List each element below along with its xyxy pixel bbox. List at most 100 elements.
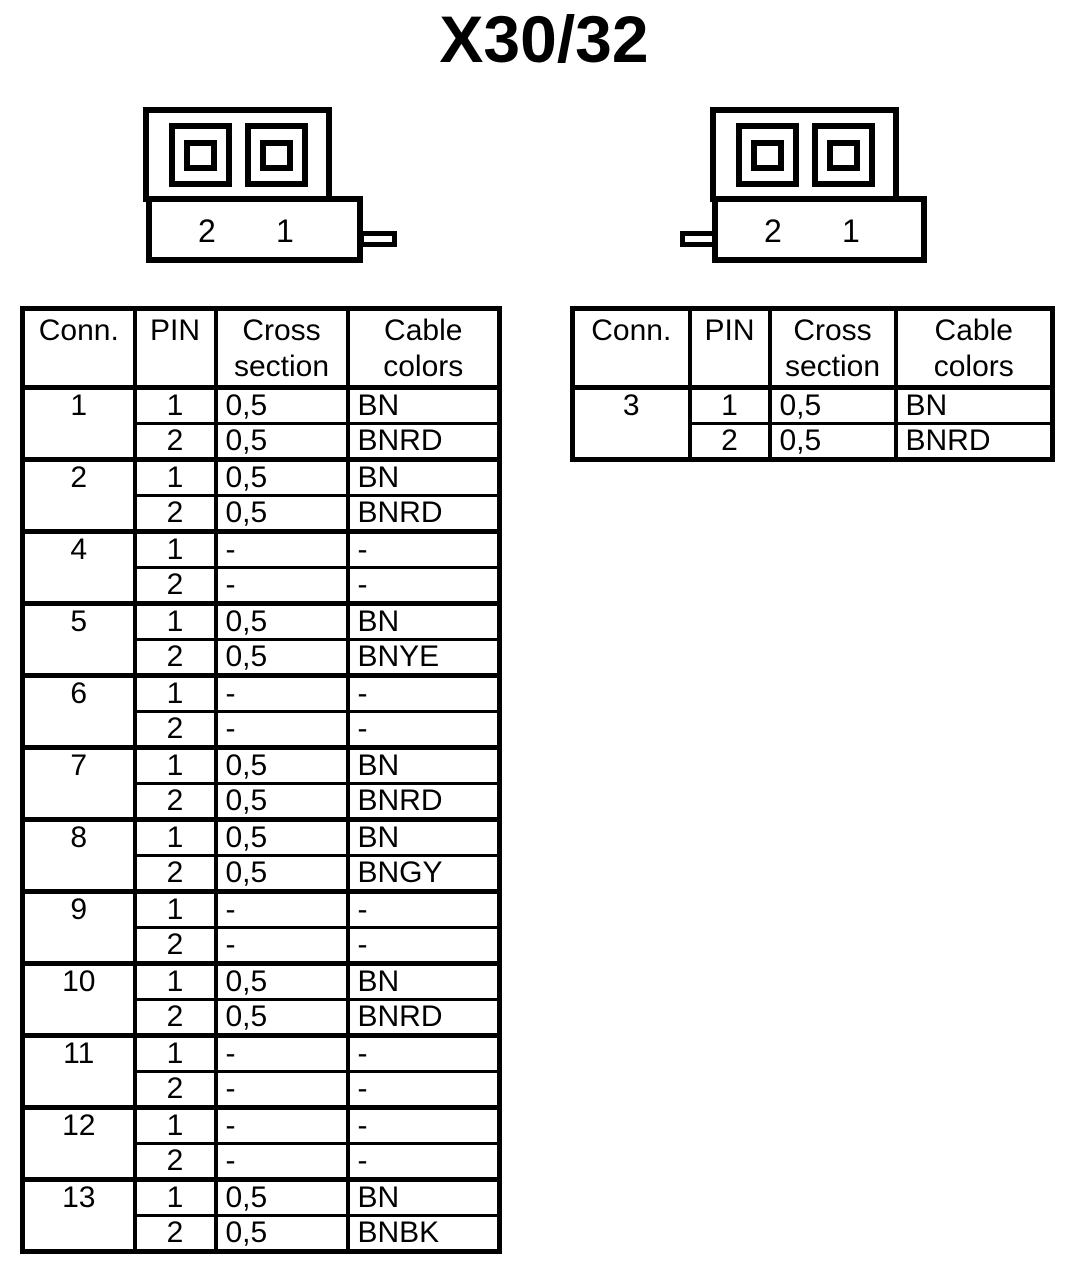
pin-number-cell: 1 bbox=[132, 1177, 218, 1217]
conn-number-cell: 8 bbox=[20, 817, 137, 893]
cross-section-cell: - bbox=[213, 1105, 350, 1145]
header-cable-colors: Cable colors bbox=[345, 306, 502, 390]
cable-color-cell: BN bbox=[893, 385, 1055, 425]
pin-label-2: 2 bbox=[764, 213, 782, 249]
cable-color-cell: - bbox=[345, 889, 502, 929]
connector-locking-tab bbox=[680, 231, 717, 247]
cable-color-cell: BNGY bbox=[345, 854, 502, 893]
connector-pin-terminal bbox=[827, 139, 860, 171]
cable-color-cell: BNYE bbox=[345, 638, 502, 677]
conn-number-cell: 9 bbox=[20, 889, 137, 965]
conn-number-cell: 12 bbox=[20, 1105, 137, 1181]
conn-number-cell: 11 bbox=[20, 1033, 137, 1109]
cable-color-cell: BN bbox=[345, 385, 502, 425]
conn-number-cell: 4 bbox=[20, 529, 137, 605]
cable-color-cell: BN bbox=[345, 601, 502, 641]
cross-section-cell: - bbox=[213, 710, 350, 749]
cross-section-cell: 0,5 bbox=[213, 961, 350, 1001]
connector-body: 2 1 bbox=[712, 196, 927, 263]
pin-number-cell: 2 bbox=[132, 638, 218, 677]
pin-row: 2-- bbox=[23, 710, 502, 749]
conn-number-cell: 13 bbox=[20, 1177, 137, 1253]
cross-section-cell: 0,5 bbox=[213, 385, 350, 425]
pin-number-cell: 1 bbox=[132, 1033, 218, 1073]
cable-color-cell: BN bbox=[345, 745, 502, 785]
pin-number-cell: 1 bbox=[132, 673, 218, 713]
pin-number-cell: 2 bbox=[132, 566, 218, 605]
header-cross-section: Cross section bbox=[767, 306, 898, 390]
cross-section-cell: 0,5 bbox=[213, 457, 350, 497]
cable-color-cell: BNRD bbox=[345, 422, 502, 461]
pin-number-cell: 1 bbox=[132, 961, 218, 1001]
cross-section-cell: 0,5 bbox=[213, 1177, 350, 1217]
pin-number-cell: 2 bbox=[687, 422, 772, 461]
connector-pin-terminal bbox=[260, 139, 293, 171]
connector-pin-slot-1 bbox=[812, 123, 875, 187]
cross-section-cell: - bbox=[213, 926, 350, 965]
cable-color-cell: - bbox=[345, 673, 502, 713]
cross-section-cell: 0,5 bbox=[213, 782, 350, 821]
cross-section-cell: 0,5 bbox=[213, 745, 350, 785]
cable-color-cell: BNRD bbox=[345, 782, 502, 821]
cable-color-cell: - bbox=[345, 1033, 502, 1073]
connector-housing bbox=[143, 107, 332, 202]
pin-number-cell: 1 bbox=[132, 745, 218, 785]
cross-section-cell: - bbox=[213, 566, 350, 605]
cable-color-cell: - bbox=[345, 926, 502, 965]
header-pin: PIN bbox=[687, 306, 772, 390]
pin-number-cell: 1 bbox=[132, 1105, 218, 1145]
connector-pin-terminal bbox=[184, 139, 217, 171]
conn-number-cell: 7 bbox=[20, 745, 137, 821]
cable-color-cell: - bbox=[345, 710, 502, 749]
connector-body: 2 1 bbox=[146, 196, 363, 263]
pin-number-cell: 1 bbox=[132, 889, 218, 929]
pin-number-cell: 2 bbox=[132, 998, 218, 1037]
cable-color-cell: BNRD bbox=[893, 422, 1055, 461]
cable-color-cell: - bbox=[345, 529, 502, 569]
cross-section-cell: - bbox=[213, 1142, 350, 1181]
conn-number-cell: 2 bbox=[20, 457, 137, 533]
cable-color-cell: - bbox=[345, 1142, 502, 1181]
cross-section-cell: - bbox=[213, 529, 350, 569]
cross-section-cell: 0,5 bbox=[213, 638, 350, 677]
conn-number-cell: 6 bbox=[20, 673, 137, 749]
pin-number-cell: 2 bbox=[132, 1214, 218, 1253]
conn-number-cell: 10 bbox=[20, 961, 137, 1037]
pin-row: 2-- bbox=[23, 1070, 502, 1109]
cross-section-cell: - bbox=[213, 889, 350, 929]
pin-row: 2-- bbox=[23, 566, 502, 605]
cable-color-cell: BNRD bbox=[345, 494, 502, 533]
pin-number-cell: 2 bbox=[132, 494, 218, 533]
cable-color-cell: BNBK bbox=[345, 1214, 502, 1253]
table-header: Conn. PIN Cross section Cable colors bbox=[570, 306, 1055, 390]
header-row: Conn. PIN Cross section Cable colors bbox=[570, 306, 1055, 390]
connector-pin-slot-2 bbox=[736, 123, 799, 187]
cross-section-cell: 0,5 bbox=[213, 422, 350, 461]
pin-number-cell: 1 bbox=[132, 457, 218, 497]
cross-section-cell: 0,5 bbox=[767, 422, 898, 461]
pin-row: 2-- bbox=[23, 926, 502, 965]
pin-number-cell: 2 bbox=[132, 854, 218, 893]
pin-number-cell: 2 bbox=[132, 1070, 218, 1109]
pin-row: 2-- bbox=[23, 1142, 502, 1181]
connector-housing bbox=[710, 107, 899, 202]
conn-number-cell: 3 bbox=[570, 385, 692, 461]
header-row: Conn. PIN Cross section Cable colors bbox=[20, 306, 502, 390]
